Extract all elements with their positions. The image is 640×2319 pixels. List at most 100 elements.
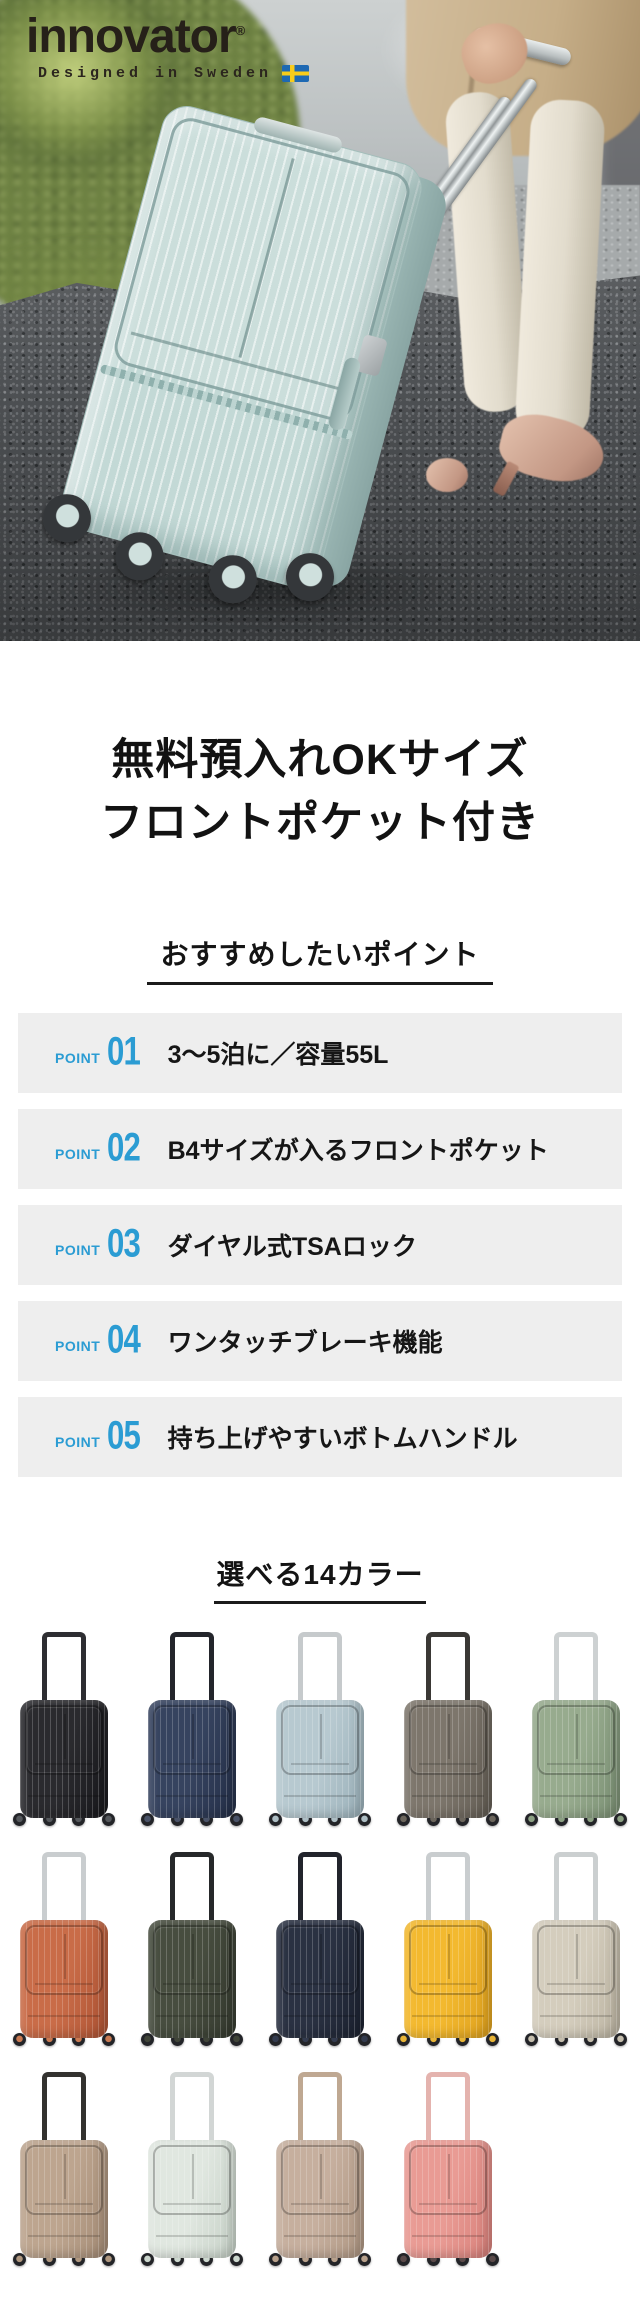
mini-wheel bbox=[101, 2033, 115, 2046]
mini-wheel bbox=[485, 2033, 499, 2046]
mini-trolley-handle bbox=[42, 2072, 86, 2144]
suitcase-color-variant-6 bbox=[0, 1852, 128, 2049]
page-title-line2: フロントポケット付き bbox=[100, 799, 540, 847]
mini-front-pocket-lid bbox=[409, 2145, 487, 2215]
suitcase-color-variant-11 bbox=[0, 2072, 128, 2269]
mini-trolley-handle bbox=[426, 1852, 470, 1924]
mini-wheel bbox=[141, 2253, 154, 2266]
suitcase-color-variant-10 bbox=[512, 1852, 640, 2049]
mini-trolley-handle bbox=[170, 2072, 214, 2144]
suitcase-color-variant-13 bbox=[256, 2072, 384, 2269]
mini-body-groove bbox=[28, 2235, 100, 2237]
hero-photo: innovator® Designed in Sweden bbox=[0, 0, 640, 641]
point-number: 04 bbox=[107, 1317, 141, 1363]
suitcase-color-variant-3 bbox=[256, 1632, 384, 1829]
suitcase-color-variant-5 bbox=[512, 1632, 640, 1829]
mini-wheel bbox=[525, 1813, 538, 1826]
page-title: 無料預入れOKサイズ フロントポケット付き bbox=[0, 729, 640, 855]
point-text: ワンタッチブレーキ機能 bbox=[167, 1329, 443, 1357]
mini-trolley-handle bbox=[554, 1852, 598, 1924]
mini-trolley-handle bbox=[554, 1632, 598, 1704]
mini-wheel bbox=[269, 1813, 282, 1826]
mini-wheel bbox=[613, 2033, 627, 2046]
mini-wheel bbox=[141, 1813, 154, 1826]
suitcase-color-variant-12 bbox=[128, 2072, 256, 2269]
point-label: POINT bbox=[55, 1242, 101, 1258]
mini-wheel bbox=[229, 1813, 243, 1826]
suitcase-color-variant-14 bbox=[384, 2072, 512, 2269]
suitcase-color-variant-1 bbox=[0, 1632, 128, 1829]
tagline-text: Designed in Sweden bbox=[38, 65, 273, 83]
mini-suitcase-body bbox=[404, 2140, 492, 2258]
mini-wheel bbox=[141, 2033, 154, 2046]
brand-logo: innovator® Designed in Sweden bbox=[26, 11, 310, 83]
mini-wheel bbox=[13, 1813, 26, 1826]
mini-wheel bbox=[525, 2033, 538, 2046]
registered-trademark: ® bbox=[235, 23, 246, 38]
color-grid-row bbox=[0, 2072, 640, 2269]
suitcase-color-variant-9 bbox=[384, 1852, 512, 2049]
mini-front-pocket-lid bbox=[153, 1925, 231, 1995]
color-grid-row bbox=[0, 1852, 640, 2049]
mini-body-groove bbox=[156, 2015, 228, 2017]
mini-wheel bbox=[13, 2033, 26, 2046]
color-grid-row bbox=[0, 1632, 640, 1829]
mini-body-groove bbox=[156, 2235, 228, 2237]
sweden-flag-icon bbox=[282, 65, 310, 83]
mini-suitcase-body bbox=[148, 2140, 236, 2258]
mini-front-pocket-lid bbox=[537, 1705, 615, 1775]
mini-front-pocket-lid bbox=[153, 1705, 231, 1775]
mini-wheel bbox=[229, 2253, 243, 2266]
mini-wheel bbox=[357, 2033, 371, 2046]
mini-wheel bbox=[397, 1813, 410, 1826]
mini-trolley-handle bbox=[426, 1632, 470, 1704]
suitcase-color-variant-4 bbox=[384, 1632, 512, 1829]
mini-body-groove bbox=[412, 2015, 484, 2017]
mini-trolley-handle bbox=[298, 1852, 342, 1924]
mini-suitcase-body bbox=[20, 1920, 108, 2038]
mini-wheel bbox=[485, 1813, 499, 1826]
point-number: 03 bbox=[107, 1221, 141, 1267]
point-text: B4サイズが入るフロントポケット bbox=[167, 1137, 549, 1165]
point-label: POINT bbox=[55, 1338, 101, 1354]
mini-trolley-handle bbox=[298, 1632, 342, 1704]
mini-wheel bbox=[485, 2253, 499, 2266]
mini-front-pocket-lid bbox=[25, 2145, 103, 2215]
mini-trolley-handle bbox=[426, 2072, 470, 2144]
page-title-line1: 無料預入れOKサイズ bbox=[111, 736, 529, 784]
mini-body-groove bbox=[28, 1795, 100, 1797]
point-text: 持ち上げやすいボトムハンドル bbox=[167, 1425, 518, 1453]
mini-trolley-handle bbox=[298, 2072, 342, 2144]
brand-tagline: Designed in Sweden bbox=[38, 65, 310, 83]
mini-suitcase-body bbox=[532, 1700, 620, 1818]
point-label: POINT bbox=[55, 1146, 101, 1162]
mini-wheel bbox=[101, 2253, 115, 2266]
mini-wheel bbox=[357, 2253, 371, 2266]
mini-wheel bbox=[13, 2253, 26, 2266]
mini-front-pocket-lid bbox=[281, 1925, 359, 1995]
point-text: 3〜5泊に／容量55L bbox=[167, 1041, 389, 1069]
point-text: ダイヤル式TSAロック bbox=[167, 1233, 417, 1261]
point-label: POINT bbox=[55, 1050, 101, 1066]
mini-wheel bbox=[101, 1813, 115, 1826]
mini-wheel bbox=[269, 2253, 282, 2266]
mini-trolley-handle bbox=[170, 1852, 214, 1924]
mini-front-pocket-lid bbox=[25, 1705, 103, 1775]
point-number: 05 bbox=[107, 1413, 141, 1459]
mini-front-pocket-lid bbox=[25, 1925, 103, 1995]
colors-section-heading: 選べる14カラー bbox=[0, 1553, 640, 1604]
point-row-04: POINT 04 ワンタッチブレーキ機能 bbox=[18, 1301, 622, 1381]
mini-suitcase-body bbox=[276, 1700, 364, 1818]
color-grid bbox=[0, 1632, 640, 2292]
suitcase-color-variant-7 bbox=[128, 1852, 256, 2049]
mini-wheel bbox=[229, 2033, 243, 2046]
mini-front-pocket-lid bbox=[537, 1925, 615, 1995]
mini-body-groove bbox=[412, 1795, 484, 1797]
mini-wheel bbox=[269, 2033, 282, 2046]
mini-body-groove bbox=[284, 1795, 356, 1797]
mini-suitcase-body bbox=[148, 1700, 236, 1818]
person-shoe-back bbox=[426, 458, 468, 492]
points-section-heading: おすすめしたいポイント bbox=[0, 933, 640, 985]
